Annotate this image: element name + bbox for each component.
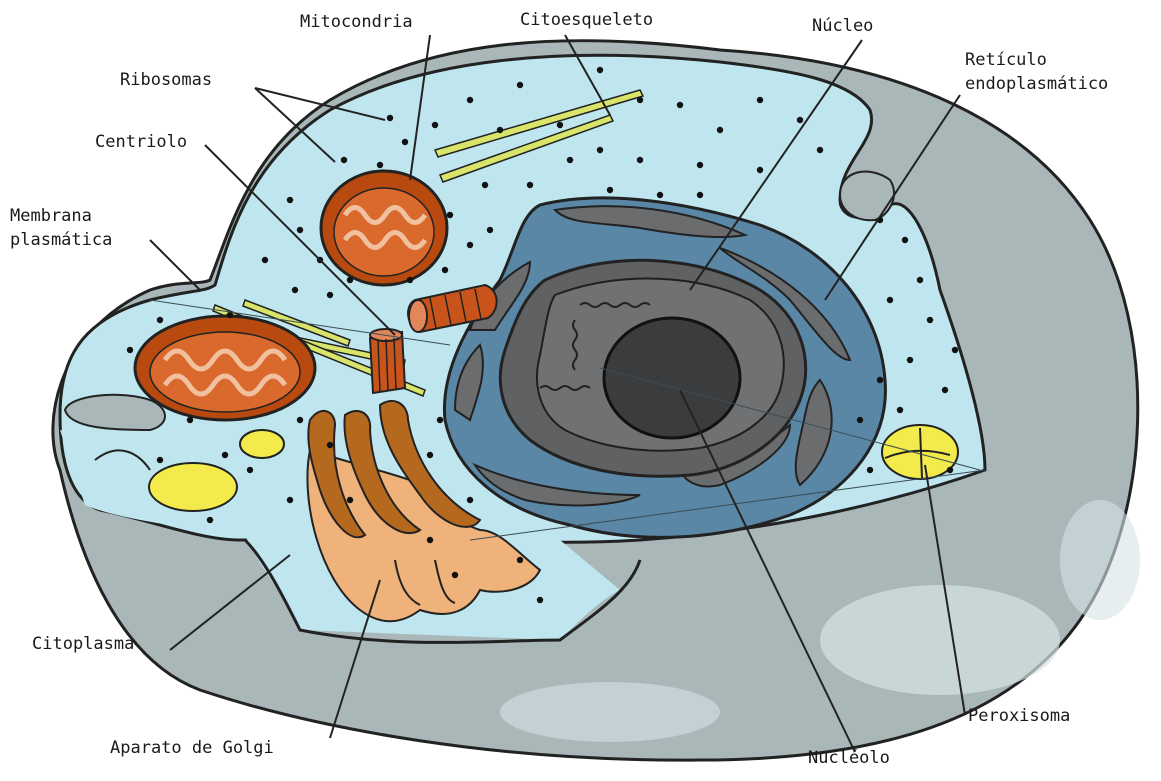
ribosome-dot [292, 287, 298, 293]
ribosome-dot [517, 557, 523, 563]
ribosome-dot [207, 517, 213, 523]
ribosome-dot [347, 277, 353, 283]
ribosome-dot [597, 147, 603, 153]
ribosome-dot [427, 537, 433, 543]
label-reticulo-line2: endoplasmático [965, 74, 1108, 94]
peroxisome [882, 425, 958, 479]
ribosome-dot [297, 417, 303, 423]
ribosome-dot [287, 497, 293, 503]
ribosome-dot [567, 157, 573, 163]
ribosome-dot [697, 162, 703, 168]
shell-highlight [1060, 500, 1140, 620]
ribosome-dot [637, 157, 643, 163]
ribosome-dot [597, 67, 603, 73]
ribosome-dot [437, 417, 443, 423]
ribosome-dot [467, 97, 473, 103]
ribosome-dot [427, 452, 433, 458]
ribosome-dot [187, 417, 193, 423]
vesicle [240, 430, 284, 458]
ribosome-dot [887, 297, 893, 303]
label-membrana-line2: plasmática [10, 230, 112, 250]
mitochondrion-upper [321, 171, 447, 285]
ribosome-dot [341, 157, 347, 163]
ribosome-dot [157, 457, 163, 463]
vesicle [149, 463, 237, 511]
ribosome-dot [757, 167, 763, 173]
ribosome-dot [677, 102, 683, 108]
ribosome-dot [327, 292, 333, 298]
label-nucleo: Núcleo [812, 16, 873, 36]
ribosome-dot [757, 97, 763, 103]
ribosome-dot [442, 267, 448, 273]
ribosome-dot [527, 182, 533, 188]
ribosome-dot [377, 162, 383, 168]
ribosome-dot [387, 115, 393, 121]
ribosome-dot [347, 497, 353, 503]
ribosome-dot [432, 122, 438, 128]
ribosome-dot [402, 139, 408, 145]
ribosome-dot [557, 122, 563, 128]
ribosome-dot [517, 82, 523, 88]
ribosome-dot [867, 467, 873, 473]
label-nucleolo: Nucléolo [808, 748, 890, 768]
label-aparato-golgi: Aparato de Golgi [110, 738, 274, 758]
ribosome-dot [897, 407, 903, 413]
ribosome-dot [902, 237, 908, 243]
ribosome-dot [537, 597, 543, 603]
label-mitocondria: Mitocondria [300, 12, 413, 32]
ribosome-dot [407, 277, 413, 283]
ribosome-dot [917, 277, 923, 283]
ribosome-dot [497, 127, 503, 133]
ribosome-dot [297, 227, 303, 233]
ribosome-dot [327, 442, 333, 448]
ribosome-dot [467, 242, 473, 248]
label-reticulo-line1: Retículo [965, 50, 1047, 70]
ribosome-dot [222, 452, 228, 458]
ribosome-dot [637, 97, 643, 103]
nucleolus [604, 318, 740, 438]
shell-highlight [820, 585, 1060, 695]
ribosome-dot [857, 417, 863, 423]
ribosome-dot [452, 572, 458, 578]
ribosome-dot [947, 467, 953, 473]
ribosome-dot [877, 377, 883, 383]
shell-highlight [500, 682, 720, 742]
label-ribosomas: Ribosomas [120, 70, 212, 90]
ribosome-dot [127, 347, 133, 353]
ribosome-dot [952, 347, 958, 353]
ribosome-dot [467, 497, 473, 503]
shell-notch [840, 172, 894, 221]
ribosome-dot [487, 227, 493, 233]
label-membrana-line1: Membrana [10, 206, 92, 226]
ribosome-dot [797, 117, 803, 123]
ribosome-dot [657, 192, 663, 198]
label-citoplasma: Citoplasma [32, 634, 134, 654]
ribosome-dot [447, 212, 453, 218]
label-citoesqueleto: Citoesqueleto [520, 10, 653, 30]
ribosome-dot [157, 317, 163, 323]
ribosome-dot [287, 197, 293, 203]
ribosome-dot [262, 257, 268, 263]
mitochondrion-lower [135, 316, 315, 420]
ribosome-dot [817, 147, 823, 153]
centriole [370, 329, 405, 393]
ribosome-dot [717, 127, 723, 133]
ribosome-dot [607, 187, 613, 193]
ribosome-dot [907, 357, 913, 363]
ribosome-dot [697, 192, 703, 198]
label-centriolo: Centriolo [95, 132, 187, 152]
ribosome-dot [927, 317, 933, 323]
ribosome-dot [247, 467, 253, 473]
ribosome-dot [482, 182, 488, 188]
ribosome-dot [942, 387, 948, 393]
label-peroxisoma: Peroxisoma [968, 706, 1070, 726]
